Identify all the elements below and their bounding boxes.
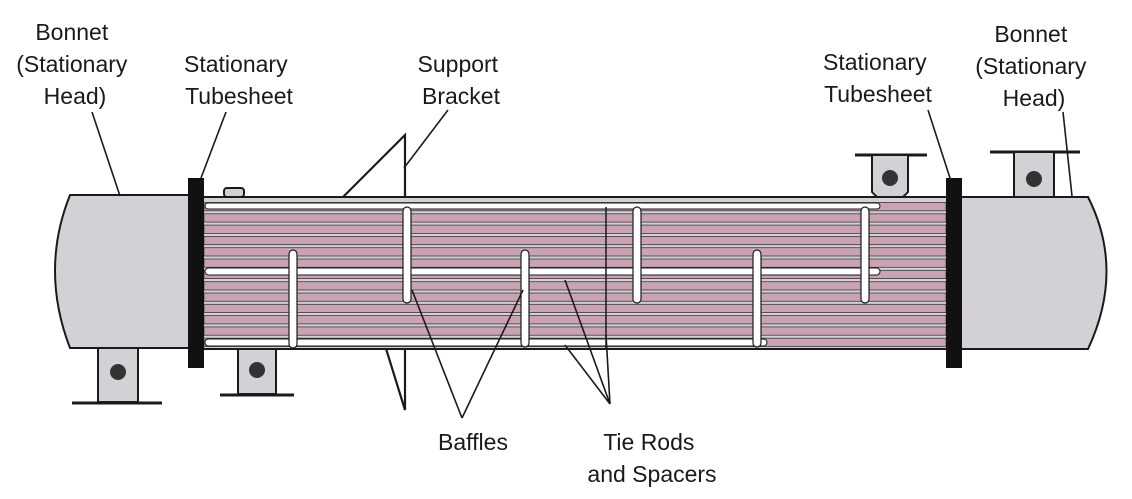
label-support-bracket: Support Bracket xyxy=(418,51,505,109)
right-shell-nozzle-mount xyxy=(855,153,927,203)
tube xyxy=(203,258,947,268)
tube xyxy=(203,235,947,246)
label-baffles: Baffles xyxy=(438,429,508,455)
label-bonnet-right: Bonnet (Stationary Head) xyxy=(975,21,1093,111)
baffle xyxy=(520,249,530,348)
baffle xyxy=(632,206,642,304)
leader-lines xyxy=(91,109,1073,419)
left-bonnet-foot xyxy=(72,339,162,405)
left-tubesheet xyxy=(188,178,204,368)
baffle xyxy=(752,249,762,348)
tube xyxy=(203,224,947,234)
right-tubesheet xyxy=(946,178,962,368)
tie-rod xyxy=(204,202,881,210)
label-tie-rods: Tie Rods and Spacers xyxy=(587,429,716,487)
tube xyxy=(203,281,947,291)
vent-nozzle xyxy=(223,187,245,198)
label-tubesheet-left: Stationary Tubesheet xyxy=(184,51,294,109)
baffle xyxy=(860,206,870,304)
tube xyxy=(203,247,947,257)
tube xyxy=(203,315,947,325)
baffle xyxy=(402,206,412,304)
tie-rod xyxy=(204,338,768,347)
left-shell-foot xyxy=(220,345,294,397)
tie-rod xyxy=(204,267,881,276)
left-bonnet xyxy=(54,194,193,349)
tube xyxy=(203,213,947,223)
label-bonnet-left: Bonnet (Stationary Head) xyxy=(16,19,134,109)
tie-rods xyxy=(204,202,881,347)
tube xyxy=(203,292,947,302)
baffles xyxy=(288,206,870,349)
label-tubesheet-right: Stationary Tubesheet xyxy=(823,49,933,107)
right-bonnet xyxy=(959,196,1108,350)
tube xyxy=(203,326,947,336)
baffle xyxy=(288,249,298,349)
